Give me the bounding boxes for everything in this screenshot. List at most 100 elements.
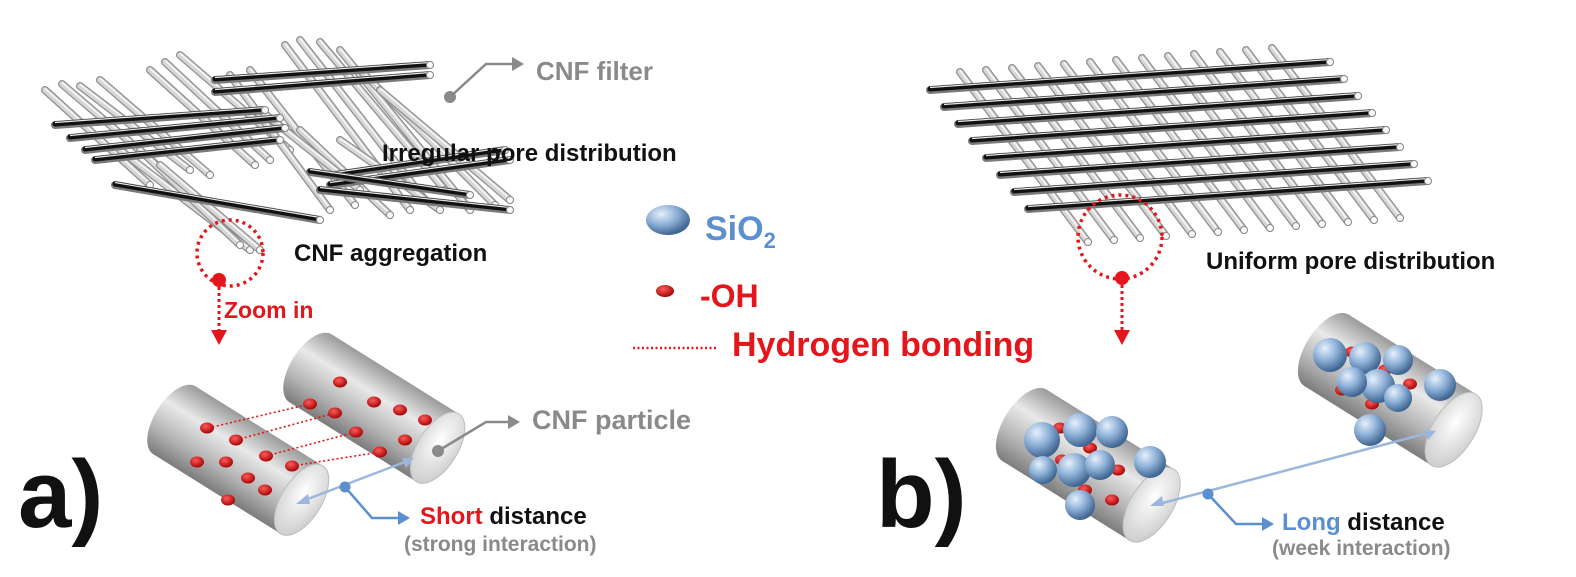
sio2-text: SiO	[705, 210, 764, 248]
oh-dot	[393, 404, 407, 416]
oh-dot	[303, 398, 317, 410]
panel-b-label: b)	[876, 441, 967, 548]
week-interaction-label: (week interaction)	[1272, 537, 1451, 560]
cnf-rod-highlight	[69, 114, 281, 137]
oh-dot	[285, 460, 299, 472]
cnf-filter-label: CNF filter	[536, 56, 653, 86]
sio2-sphere	[1354, 414, 1386, 446]
oh-dot	[221, 494, 235, 506]
cnf-rod-dark	[997, 143, 1403, 177]
cnf-rod-end	[1136, 234, 1144, 242]
legend-icons	[633, 205, 718, 350]
cylinder-back	[147, 384, 202, 456]
oh-dot	[259, 450, 273, 462]
cnf-rod-end	[1318, 220, 1326, 228]
cnf-rod-highlight	[214, 71, 431, 91]
cnf-rod-dark	[212, 61, 433, 82]
cnf-rod-light	[377, 87, 513, 203]
cnf-rod-dark	[969, 109, 1375, 143]
cnf-particles-b	[995, 312, 1483, 543]
cylinder-back	[283, 332, 338, 404]
cnf-rod-end	[1396, 143, 1404, 151]
oh-dot	[333, 376, 347, 388]
cnf-rod-highlight	[957, 92, 1359, 123]
cylinder-cap	[1424, 391, 1483, 468]
cnf-rod-highlight	[943, 75, 1345, 106]
cnf-rod-end	[276, 114, 284, 122]
zoom-arrowhead-a	[211, 330, 227, 345]
cnf-rod-dark	[112, 181, 323, 222]
hydrogen-bond-line	[291, 451, 381, 467]
cnf-rod-dark	[307, 168, 473, 197]
oh-dot-icon	[656, 285, 674, 297]
cylinder-back	[995, 387, 1053, 463]
cnf-filter-pointer-line	[449, 62, 512, 98]
cnf-particle-label: CNF particle	[532, 405, 692, 435]
zoom-dot-b	[1115, 271, 1129, 285]
cnf-rod-dark	[317, 186, 513, 212]
cnf-rod-end	[326, 206, 334, 214]
oh-dot	[1403, 378, 1417, 390]
short-distance-arrow	[299, 458, 411, 504]
oh-dot	[258, 484, 272, 496]
sio2-sphere-icon	[646, 205, 690, 235]
cnf-rod-end	[186, 166, 194, 174]
cnf-rod-highlight	[214, 61, 431, 79]
sio2-sphere	[1085, 450, 1115, 480]
cnf-rod-highlight	[929, 58, 1331, 89]
cnf-rod-end	[251, 161, 259, 169]
long-pointer-line	[1207, 493, 1262, 526]
cnf-rod-end	[1424, 177, 1432, 185]
cnf-rod-dark	[927, 58, 1333, 92]
cnf-rod-dark	[983, 126, 1389, 160]
cnf-rod-end	[466, 191, 474, 199]
cnf-rod-end	[1396, 214, 1404, 222]
hydrogen-bond-line	[265, 431, 357, 457]
cnf-rod-end	[1110, 236, 1118, 244]
cnf-rod-end	[506, 206, 514, 214]
cnf-rod-end	[1368, 109, 1376, 117]
sio2-sphere	[1349, 342, 1381, 374]
cnf-rod-dark	[212, 71, 433, 94]
long-pointer-arrowhead	[1262, 517, 1274, 531]
cnf-rod-end	[501, 146, 509, 154]
short-pointer-arrowhead	[398, 511, 410, 525]
cnf-rod-end	[1214, 228, 1222, 236]
panel-a-label: a)	[18, 441, 104, 548]
cnf-rod-end	[1292, 222, 1300, 230]
short-distance-label: Short distance	[420, 503, 587, 531]
sio2-subscript: 2	[763, 227, 776, 253]
cnf-rod-dark	[955, 92, 1361, 126]
long-arrow-end-b	[1424, 430, 1436, 440]
distance-word-a: distance	[482, 503, 587, 530]
uniform-pore-label: Uniform pore distribution	[1206, 248, 1496, 275]
cnf-rod-end	[281, 124, 289, 132]
long-distance-arrow	[1154, 430, 1433, 507]
cnf-rod-dark	[92, 136, 283, 162]
cnf-rod-end	[316, 216, 324, 224]
cnf-rod-end	[1354, 92, 1362, 100]
hydrogen-bond-line	[207, 403, 311, 429]
cnf-particles-a	[147, 332, 520, 536]
cnf-rod-highlight	[1013, 160, 1415, 191]
sio2-sphere	[1134, 446, 1166, 478]
oh-dot	[241, 472, 255, 484]
sio2-sphere	[1024, 422, 1060, 458]
sio2-sphere	[1065, 490, 1095, 520]
cnf-rod-end	[266, 156, 274, 164]
cnf-rod-dark	[941, 75, 1347, 109]
sio2-sphere	[1384, 384, 1412, 412]
cnf-rod-highlight	[84, 124, 286, 149]
oh-dot	[200, 422, 214, 434]
annotations-b	[1076, 193, 1164, 345]
cnf-rod-end	[506, 196, 514, 204]
oh-dot	[398, 434, 412, 446]
distance-word-b: distance	[1340, 509, 1445, 536]
cnf-rod-highlight	[54, 106, 266, 124]
cnf-rod-end	[1326, 58, 1334, 66]
cnf-rod-end	[426, 61, 434, 69]
cnf-rod-dark	[52, 106, 268, 127]
oh-legend-label: -OH	[700, 278, 759, 314]
short-pointer-line	[344, 486, 398, 520]
